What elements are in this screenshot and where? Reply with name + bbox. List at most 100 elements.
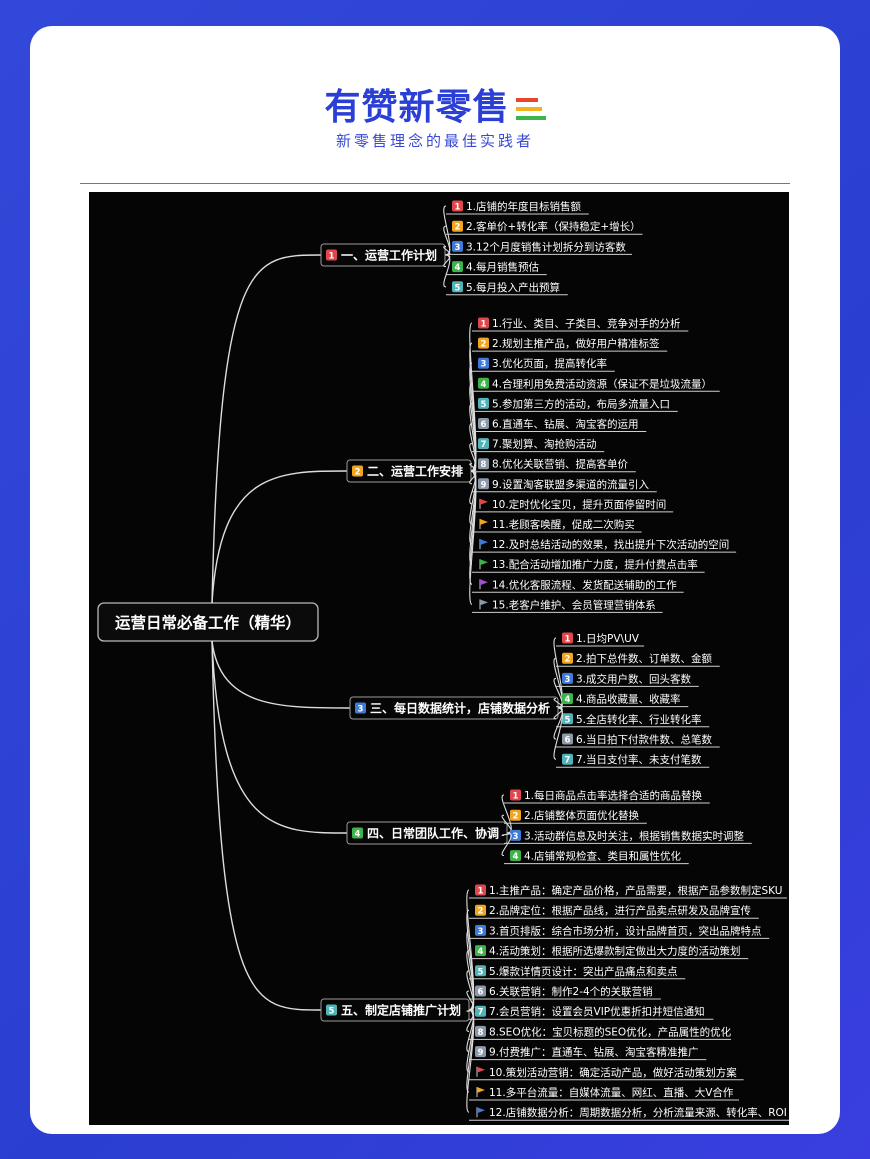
mindmap-item: 2.品牌定位：根据产品线，进行产品卖点研发及品牌宣传 — [489, 904, 751, 917]
branch-label: 一、运营工作计划 — [341, 248, 437, 263]
priority-3-icon: 3 — [510, 829, 521, 842]
mindmap-item: 6.直通车、钻展、淘宝客的运用 — [492, 418, 639, 431]
mindmap-item: 5.参加第三方的活动，布局多流量入口 — [492, 397, 670, 410]
item-connector — [466, 1009, 475, 1113]
priority-1-icon: 1 — [478, 317, 489, 330]
svg-text:9: 9 — [478, 1048, 484, 1058]
mindmap-item: 2.规划主推产品，做好用户精准标签 — [492, 337, 660, 350]
root-node — [97, 602, 319, 642]
branch-connector — [211, 640, 351, 709]
flag-gray-icon — [479, 599, 488, 610]
priority-6-icon: 6 — [478, 418, 489, 430]
priority-8-icon: 8 — [478, 458, 489, 470]
flag-orange-icon — [476, 1087, 485, 1097]
item-connector — [553, 677, 563, 709]
priority-8-icon: 8 — [475, 1025, 486, 1038]
svg-text:3: 3 — [565, 675, 571, 685]
branch-label: 四、日常团队工作、协调 — [367, 826, 499, 841]
svg-text:3: 3 — [455, 243, 461, 253]
priority-2-icon: 2 — [478, 337, 489, 350]
priority-3-icon: 3 — [478, 357, 489, 370]
svg-text:7: 7 — [565, 756, 571, 766]
svg-text:5: 5 — [329, 1007, 335, 1017]
mindmap-item: 4.店铺常规检查、类目和属性优化 — [524, 850, 682, 863]
branch-connector — [211, 640, 348, 834]
svg-text:1: 1 — [513, 792, 519, 802]
priority-9-icon: 9 — [478, 478, 489, 490]
mindmap-item: 10.策划活动营销：确定活动产品，做好活动策划方案 — [489, 1066, 737, 1079]
priority-7-icon: 7 — [475, 1005, 486, 1018]
header-divider — [80, 183, 790, 184]
mindmap-item: 8.优化关联营销、提高客单价 — [492, 458, 629, 471]
item-connector — [469, 470, 477, 605]
mindmap-item: 5.每月投入产出预算 — [466, 281, 560, 294]
mindmap-item: 2.客单价+转化率（保持稳定+增长） — [466, 220, 641, 233]
flag-orange-icon — [479, 519, 488, 529]
svg-text:2: 2 — [455, 223, 461, 233]
branch-connector — [211, 470, 348, 604]
priority-2-icon: 2 — [562, 652, 573, 665]
mindmap-item: 4.每月销售预估 — [466, 261, 540, 274]
mindmap-item: 1.每日商品点击率选择合适的商品替换 — [524, 789, 703, 802]
svg-text:1: 1 — [565, 635, 571, 645]
svg-text:6: 6 — [565, 736, 571, 746]
mindmap-item: 7.聚划算、淘抢购活动 — [492, 438, 597, 451]
priority-1-icon: 1 — [452, 200, 463, 213]
mindmap-item: 2.拍下总件数、订单数、金额 — [576, 652, 713, 665]
flag-red-icon — [476, 1066, 485, 1077]
mindmap-item: 8.SEO优化：宝贝标题的SEO优化，产品属性的优化 — [489, 1025, 732, 1038]
mindmap-item: 10.定时优化宝贝，提升页面停留时间 — [492, 498, 666, 511]
item-connector — [501, 832, 512, 857]
branch-priority-4-icon: 4 — [352, 827, 363, 840]
mindmap-item: 1.日均PV\UV — [576, 633, 640, 645]
brand-stripes-icon — [515, 98, 546, 120]
mindmap-item: 4.活动策划：根据所选爆款制定做出大力度的活动策划 — [489, 945, 741, 958]
priority-2-icon: 2 — [475, 904, 486, 917]
mindmap-item: 3.首页排版：综合市场分析，设计品牌首页，突出品牌特点 — [489, 924, 762, 937]
svg-text:5: 5 — [478, 967, 484, 977]
priority-7-icon: 7 — [478, 438, 489, 450]
mindmap-item: 3.优化页面，提高转化率 — [492, 357, 607, 370]
item-connector — [466, 990, 475, 1011]
brand-slogan: 新零售理念的最佳实践者 — [335, 132, 534, 150]
mindmap-item: 9.设置淘客联盟多渠道的流量引入 — [492, 478, 650, 491]
flag-blue-icon — [476, 1107, 485, 1118]
svg-text:2: 2 — [565, 655, 571, 665]
branch-connector — [211, 254, 322, 604]
priority-3-icon: 3 — [452, 240, 463, 253]
priority-5-icon: 5 — [478, 397, 489, 410]
branch-priority-3-icon: 3 — [355, 702, 366, 715]
mindmap-item: 12.及时总结活动的效果，找出提升下次活动的空间 — [492, 538, 729, 551]
priority-5-icon: 5 — [452, 281, 463, 293]
svg-text:9: 9 — [481, 480, 487, 490]
mindmap-item: 5.全店转化率、行业转化率 — [576, 713, 702, 726]
branch-priority-1-icon: 1 — [326, 249, 337, 262]
priority-2-icon: 2 — [510, 809, 521, 822]
mindmap-item: 3.成交用户数、回头客数 — [576, 672, 692, 685]
svg-text:2: 2 — [355, 468, 361, 478]
mindmap-item: 6.当日拍下付款件数、总笔数 — [576, 733, 713, 746]
svg-text:3: 3 — [481, 360, 487, 370]
item-connector — [443, 205, 451, 256]
svg-text:4: 4 — [478, 947, 484, 957]
branch-priority-5-icon: 5 — [326, 1004, 337, 1017]
svg-text:1: 1 — [478, 887, 484, 897]
mindmap-item: 3.活动群信息及时关注，根据销售数据实时调整 — [524, 829, 745, 842]
mindmap-item: 1.行业、类目、子类目、竞争对手的分析 — [492, 317, 681, 330]
branch-label: 二、运营工作安排 — [367, 464, 463, 479]
svg-text:2: 2 — [481, 340, 487, 350]
flag-green-icon — [479, 559, 488, 570]
mindmap-item: 7.当日支付率、未支付笔数 — [576, 753, 702, 766]
priority-7-icon: 7 — [562, 753, 573, 766]
mindmap-item: 6.关联营销：制作2-4个的关联营销 — [489, 985, 653, 998]
priority-1-icon: 1 — [510, 789, 521, 802]
priority-4-icon: 4 — [452, 261, 463, 273]
svg-text:2: 2 — [478, 907, 484, 917]
item-connector — [466, 970, 475, 1011]
mindmap-item: 14.优化客服流程、发货配送辅助的工作 — [492, 578, 677, 591]
priority-4-icon: 4 — [510, 850, 521, 862]
mindmap-item: 11.老顾客唤醒，促成二次购买 — [492, 518, 635, 531]
svg-text:7: 7 — [481, 440, 487, 450]
svg-text:8: 8 — [481, 460, 487, 470]
